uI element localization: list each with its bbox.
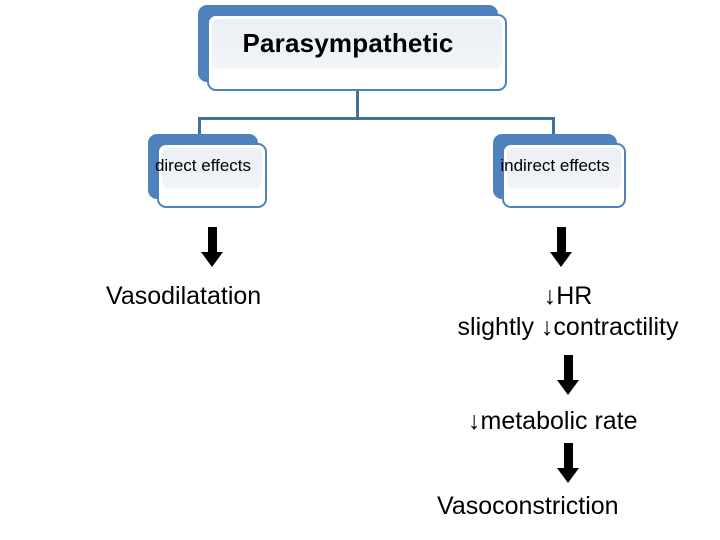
arrow-shaft: [563, 443, 573, 469]
down-arrow-icon-direct: [201, 227, 223, 267]
arrow-head: [557, 468, 579, 483]
arrow-shaft: [563, 355, 573, 381]
connector-horizontal-bar: [198, 117, 555, 120]
down-arrow-icon-vasoconstriction: [557, 443, 579, 483]
node-face: [157, 143, 267, 208]
arrow-shaft: [207, 227, 217, 253]
node-label-indirect-effects: indirect effects: [500, 156, 610, 176]
connector-stem: [356, 91, 359, 119]
down-arrow-icon-indirect: [550, 227, 572, 267]
node-parasympathetic[interactable]: Parasympathetic: [198, 5, 507, 91]
arrow-head: [550, 252, 572, 267]
node-label-parasympathetic: Parasympathetic: [242, 28, 454, 59]
arrow-head: [201, 252, 223, 267]
arrow-head: [557, 380, 579, 395]
outcome-vasoconstriction: Vasoconstriction: [437, 492, 619, 520]
outcome-metabolic-rate: ↓metabolic rate: [468, 407, 638, 435]
node-gloss: [507, 148, 621, 190]
down-arrow-icon-metabolic: [557, 355, 579, 395]
node-face: [502, 143, 626, 208]
node-direct-effects[interactable]: direct effects: [148, 134, 267, 208]
node-gloss: [162, 148, 262, 190]
node-face: [207, 14, 507, 91]
outcome-hr: ↓HR: [543, 282, 593, 310]
node-indirect-effects[interactable]: indirect effects: [493, 134, 626, 208]
outcome-vasodilatation: Vasodilatation: [106, 282, 262, 310]
node-gloss: [212, 19, 502, 69]
outcome-indirect-group: ↓HR slightly ↓contractility: [418, 281, 718, 342]
node-label-direct-effects: direct effects: [154, 156, 252, 176]
arrow-shaft: [556, 227, 566, 253]
outcome-contractility: slightly ↓contractility: [457, 312, 679, 341]
connector-drop-left: [198, 117, 201, 140]
connector-drop-right: [552, 117, 555, 140]
